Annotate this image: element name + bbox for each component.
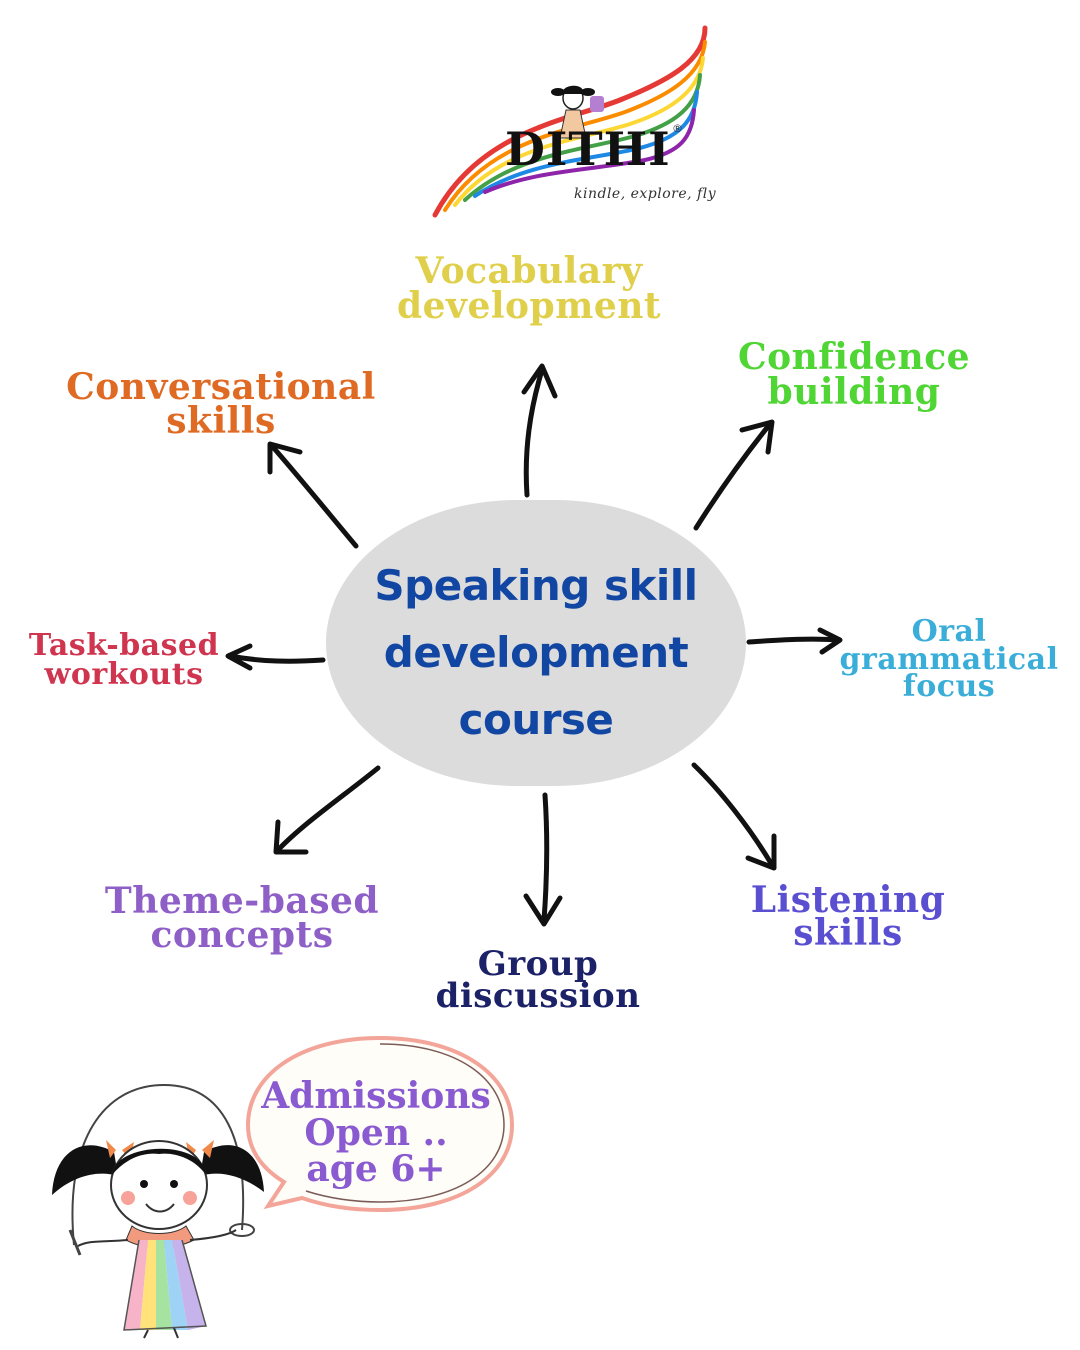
arrow-vocabulary	[523, 367, 545, 498]
arrow-confidence	[693, 421, 773, 531]
topic-theme-based: Theme-based concepts	[104, 880, 380, 957]
arrow-conversational	[269, 443, 359, 549]
arrow-listening	[691, 762, 775, 868]
arrow-theme-based	[275, 765, 381, 853]
topic-listening: Listening skills	[750, 879, 946, 955]
center-line: course	[458, 695, 614, 745]
girl-skipping-rope-icon	[52, 1083, 264, 1339]
topic-oral-grammar: Oral grammatical focus	[839, 614, 1059, 705]
topic-conversational: Conversational skills	[66, 366, 376, 443]
topic-task-based: Task-based workouts	[28, 628, 220, 692]
topic-group-discussion: Group discussion	[435, 944, 641, 1017]
center-oval	[326, 500, 746, 786]
topic-vocabulary: Vocabulary development	[396, 250, 662, 328]
arrow-group-discussion	[541, 792, 550, 923]
speech-bubble	[245, 1035, 515, 1213]
logo-wordmark: DITHI	[505, 122, 671, 176]
center-line: Speaking skill	[374, 561, 698, 610]
logo-girl-icon	[551, 85, 604, 139]
arrow-oral-grammar	[746, 636, 841, 645]
center-title: Speaking skill development course	[326, 552, 746, 754]
registered-mark: ®	[672, 122, 683, 135]
admissions-text: Admissions Open .. age 6+	[261, 1075, 491, 1191]
center-line: development	[383, 628, 689, 678]
topic-confidence: Confidence building	[737, 336, 971, 414]
arrow-task-based	[227, 653, 326, 664]
logo-tagline: kindle, explore, fly	[574, 186, 717, 202]
dithi-logo	[432, 25, 708, 218]
